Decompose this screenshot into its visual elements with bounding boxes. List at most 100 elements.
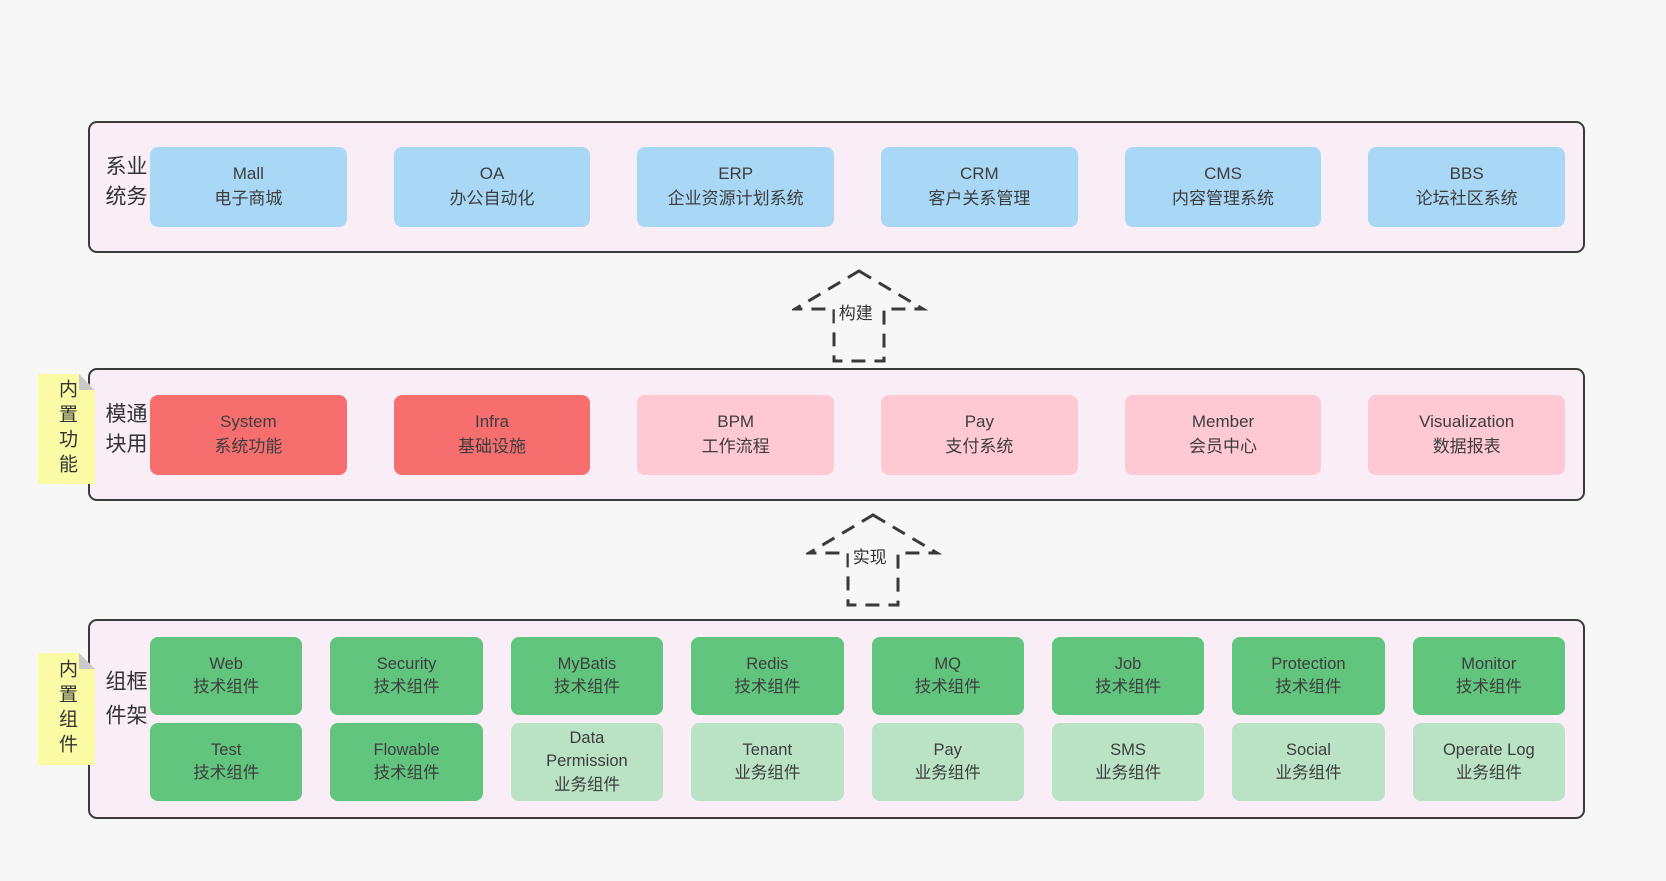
framework-components-rows: Web 技术组件 Security 技术组件 MyBatis 技术组件 Redi…: [150, 637, 1565, 801]
box-tenant-name: Tenant: [742, 740, 793, 759]
box-mq: MQ 技术组件: [871, 637, 1024, 715]
box-bbs-sub: 论坛社区系统: [1415, 189, 1518, 208]
box-tenant-sub: 业务组件: [734, 764, 801, 782]
box-infra-sub: 基础设施: [458, 436, 526, 456]
box-pay-module-name: Pay: [964, 411, 994, 431]
box-visualization: Visualization 数据报表: [1368, 394, 1566, 475]
box-flowable-name: Flowable: [373, 740, 440, 759]
box-data-permission-sub: 业务组件: [553, 775, 620, 794]
up-arrow-icon: [806, 513, 942, 607]
box-security-name: Security: [376, 654, 437, 673]
box-crm-sub: 客户关系管理: [928, 189, 1031, 208]
box-mq-sub: 技术组件: [914, 678, 981, 696]
box-security-sub: 技术组件: [373, 678, 440, 696]
box-operate-log: Operate Log 业务组件: [1412, 723, 1565, 801]
box-protection-name: Protection: [1271, 654, 1346, 673]
box-pay-module: Pay 支付系统: [881, 394, 1078, 475]
box-tenant: Tenant 业务组件: [691, 723, 844, 801]
sticky-note-built-in-features-label: 内置功能: [56, 379, 77, 479]
box-bpm-sub: 工作流程: [701, 436, 770, 456]
box-protection: Protection 技术组件: [1232, 637, 1385, 715]
box-security: Security 技术组件: [330, 637, 483, 715]
box-social-sub: 业务组件: [1275, 764, 1342, 782]
box-cms-name: CMS: [1204, 164, 1242, 184]
band-business-systems-label: 业务系统: [103, 155, 147, 215]
band-common-modules: 通用模块 System 系统功能 Infra 基础设施 BPM 工作流程 Pay…: [88, 368, 1585, 501]
box-test: Test 技术组件: [150, 723, 303, 801]
box-system: System 系统功能: [150, 394, 347, 475]
band-framework-components: 框架组件 Web 技术组件 Security 技术组件 MyBatis 技术组件…: [88, 619, 1585, 819]
box-redis-sub: 技术组件: [734, 678, 801, 696]
box-erp-name: ERP: [718, 164, 754, 184]
box-mall-name: Mall: [232, 164, 264, 184]
box-infra-name: Infra: [474, 411, 510, 431]
box-operate-log-sub: 业务组件: [1455, 764, 1522, 782]
box-web-sub: 技术组件: [193, 678, 260, 696]
box-operate-log-name: Operate Log: [1442, 740, 1535, 759]
box-job-sub: 技术组件: [1095, 678, 1162, 696]
box-pay-component: Pay 业务组件: [871, 723, 1024, 801]
box-flowable-sub: 技术组件: [373, 764, 440, 782]
box-redis: Redis 技术组件: [691, 637, 844, 715]
box-sms-name: SMS: [1110, 740, 1146, 759]
band-common-modules-label: 通用模块: [103, 402, 147, 463]
box-pay-component-sub: 业务组件: [914, 764, 981, 782]
box-cms: CMS 内容管理系统: [1124, 147, 1322, 227]
box-flowable: Flowable 技术组件: [330, 723, 483, 801]
framework-components-row-1: Web 技术组件 Security 技术组件 MyBatis 技术组件 Redi…: [150, 637, 1565, 715]
box-oa-sub: 办公自动化: [449, 189, 535, 208]
box-job: Job 技术组件: [1051, 637, 1205, 715]
box-protection-sub: 技术组件: [1275, 678, 1342, 696]
box-bbs-name: BBS: [1449, 164, 1484, 184]
business-systems-boxes: Mall 电子商城 OA 办公自动化 ERP 企业资源计划系统 CRM 客户关系…: [150, 147, 1566, 227]
box-member: Member 会员中心: [1124, 394, 1322, 475]
box-mybatis-sub: 技术组件: [553, 678, 620, 696]
box-web-name: Web: [209, 654, 243, 673]
up-arrow-icon: [792, 269, 928, 363]
box-web: Web 技术组件: [150, 637, 303, 715]
box-mybatis: MyBatis 技术组件: [510, 637, 664, 715]
box-sms: SMS 业务组件: [1051, 723, 1205, 801]
box-data-permission-name: Data Permission: [546, 728, 628, 771]
box-mall-sub: 电子商城: [214, 189, 283, 208]
box-social: Social 业务组件: [1232, 723, 1385, 801]
box-pay-module-sub: 支付系统: [945, 436, 1014, 456]
box-sms-sub: 业务组件: [1095, 764, 1162, 782]
box-member-sub: 会员中心: [1189, 436, 1258, 456]
box-system-sub: 系统功能: [214, 436, 283, 456]
box-bpm-name: BPM: [717, 411, 755, 431]
framework-components-row-2: Test 技术组件 Flowable 技术组件 Data Permission …: [150, 723, 1565, 801]
box-social-name: Social: [1285, 740, 1331, 759]
box-monitor-name: Monitor: [1461, 654, 1517, 673]
implement-arrow: 实现: [806, 512, 942, 608]
band-framework-components-label: 框架组件: [103, 670, 147, 738]
box-test-name: Test: [211, 740, 242, 759]
box-data-permission: Data Permission 业务组件: [510, 723, 664, 801]
box-infra: Infra 基础设施: [393, 394, 591, 475]
box-mybatis-name: MyBatis: [557, 654, 617, 673]
box-visualization-sub: 数据报表: [1432, 436, 1501, 456]
box-member-name: Member: [1191, 411, 1255, 431]
box-erp: ERP 企业资源计划系统: [637, 147, 835, 227]
box-mq-name: MQ: [934, 654, 961, 673]
box-oa: OA 办公自动化: [393, 147, 591, 227]
box-mall: Mall 电子商城: [150, 147, 347, 227]
box-system-name: System: [219, 411, 277, 431]
box-visualization-name: Visualization: [1419, 411, 1515, 431]
box-erp-sub: 企业资源计划系统: [667, 189, 804, 208]
box-job-name: Job: [1114, 654, 1142, 673]
band-business-systems: 业务系统 Mall 电子商城 OA 办公自动化 ERP 企业资源计划系统 CRM…: [88, 121, 1585, 253]
box-cms-sub: 内容管理系统: [1172, 189, 1275, 208]
sticky-note-built-in-features: 内置功能: [38, 374, 95, 484]
box-redis-name: Redis: [746, 654, 789, 673]
sticky-note-built-in-components: 内置组件: [38, 653, 95, 765]
box-pay-component-name: Pay: [933, 740, 962, 759]
build-arrow: 构建: [792, 268, 928, 364]
box-monitor-sub: 技术组件: [1455, 678, 1522, 696]
box-test-sub: 技术组件: [193, 764, 260, 782]
build-arrow-label: 构建: [834, 298, 877, 325]
box-monitor: Monitor 技术组件: [1412, 637, 1565, 715]
box-bbs: BBS 论坛社区系统: [1368, 147, 1566, 227]
implement-arrow-label: 实现: [848, 542, 891, 569]
box-crm: CRM 客户关系管理: [881, 147, 1078, 227]
